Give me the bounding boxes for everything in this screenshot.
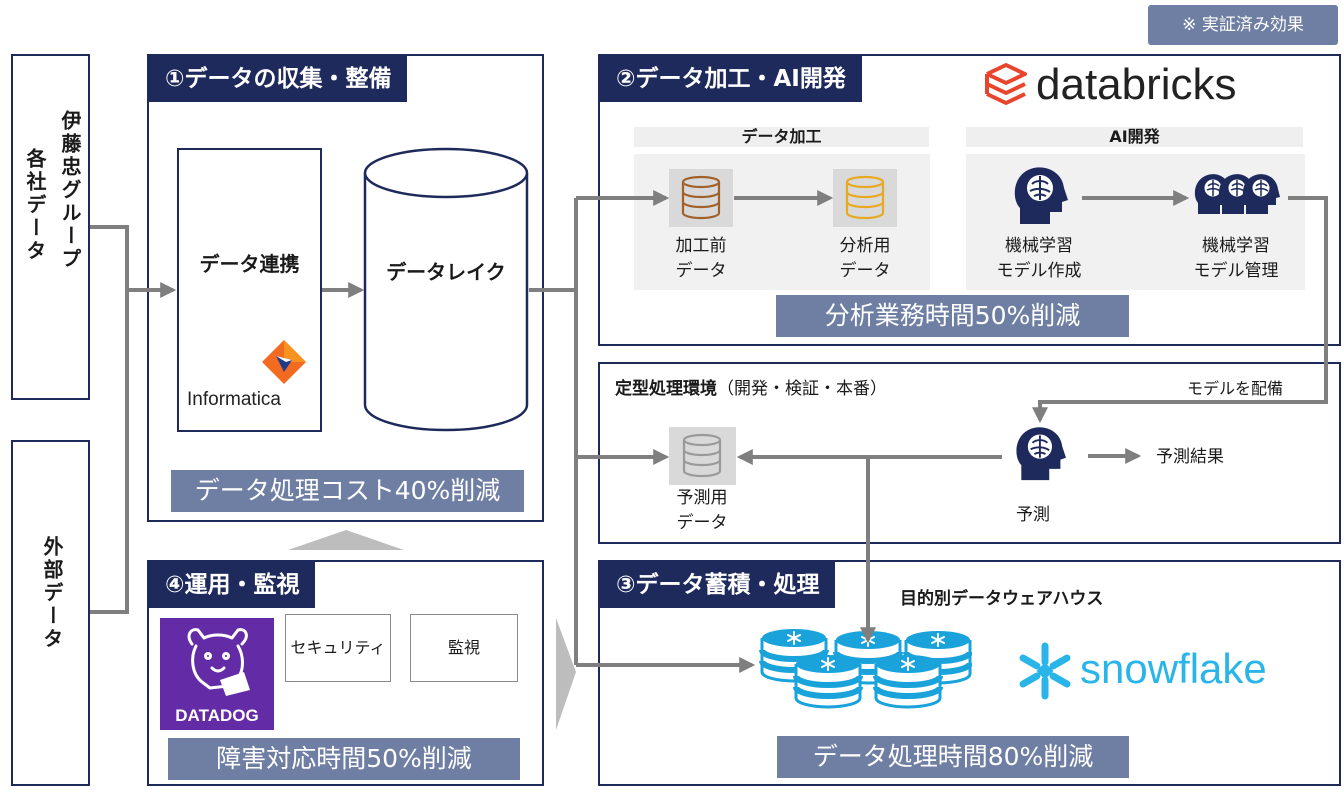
ml-manage-label: 機械学習 モデル管理 [1176, 234, 1296, 284]
analysis-data-label-line1: 分析用 [839, 236, 891, 256]
raw-data-label: 加工前 データ [655, 234, 747, 284]
ml-create-label: 機械学習 モデル作成 [979, 234, 1099, 284]
data-integration-label: データ連携 [199, 252, 300, 276]
deploy-model-label: モデルを配備 [1187, 379, 1284, 398]
monitoring-up-arrow [288, 530, 404, 550]
datadog-logo: DATADOG [160, 618, 274, 730]
section3-effect-badge: データ処理時間80%削減 [777, 736, 1129, 778]
external-data-box [11, 440, 90, 786]
monitoring-right-arrow [556, 618, 576, 730]
processing-subheader: データ加工 [634, 127, 929, 147]
prediction-data-label-line1: 予測用 [676, 488, 728, 508]
section1-effect-badge: データ処理コスト40%削減 [171, 470, 524, 512]
predict-label: 予測 [1016, 505, 1050, 525]
itochu-group-data-box [11, 54, 90, 400]
itochu-group-label: 伊藤忠グループ [58, 110, 82, 271]
prediction-data-label-line2: データ [676, 513, 728, 533]
informatica-logo-icon [262, 340, 306, 384]
prediction-result-label: 予測結果 [1156, 447, 1224, 467]
raw-data-database-icon [681, 175, 721, 220]
prediction-data-label: 予測用 データ [656, 486, 748, 536]
routine-env-title-bold: 定型処理環境 [615, 379, 717, 399]
deploy-model-arrow [1032, 196, 1328, 424]
informatica-logo-text: Informatica [187, 389, 281, 410]
analysis-data-label-line2: データ [839, 261, 891, 281]
source-itochu-connector [90, 225, 129, 290]
datadog-dog-icon [187, 628, 250, 696]
datadog-logo-text: DATADOG [175, 706, 259, 725]
brain-head-icon [1014, 167, 1068, 224]
section2-title: ②データ加工・AI開発 [600, 56, 862, 102]
dwh-label: 目的別データウェアハウス [900, 589, 1104, 609]
raw-data-label-line2: データ [675, 261, 727, 281]
analysis-data-database-icon [845, 175, 885, 220]
section2-effect-badge: 分析業務時間50%削減 [776, 295, 1129, 337]
datalake-cylinder-icon [363, 147, 529, 432]
section4-title: ④運用・監視 [149, 562, 316, 608]
multiple-brain-heads-icon [1194, 173, 1280, 215]
external-data-label: 外部データ [40, 536, 64, 651]
data-integration-box [177, 148, 322, 432]
proven-effect-tag: ※ 実証済み効果 [1148, 5, 1338, 45]
itochu-group-data-label: 各社データ [23, 148, 47, 263]
source-external-connector [90, 290, 129, 614]
monitoring-box: 監視 [410, 614, 518, 682]
ml-manage-label-line1: 機械学習 [1202, 236, 1270, 256]
datalake-label: データレイク [386, 260, 506, 284]
ml-create-label-line2: モデル作成 [996, 261, 1082, 281]
section4-effect-badge: 障害対応時間50%削減 [168, 738, 520, 780]
ai-dev-subheader: AI開発 [966, 127, 1303, 147]
section3-title: ③データ蓄積・処理 [600, 562, 836, 608]
analysis-data-label: 分析用 データ [819, 234, 911, 284]
raw-data-label-line1: 加工前 [675, 236, 727, 256]
prediction-data-database-icon [682, 433, 722, 478]
security-box: セキュリティ [285, 614, 391, 682]
ml-create-label-line1: 機械学習 [1005, 236, 1073, 256]
snowflake-logo-icon [1019, 642, 1071, 700]
section1-title: ①データの収集・整備 [149, 56, 408, 102]
routine-env-title: 定型処理環境（開発・検証・本番） [615, 374, 887, 399]
predict-brain-head-icon [1016, 427, 1066, 481]
snowflake-logo-text: snowflake [1080, 645, 1267, 692]
databricks-logo-icon [985, 63, 1027, 105]
databricks-logo-text: databricks [1036, 60, 1237, 109]
routine-env-title-rest: （開発・検証・本番） [717, 379, 887, 399]
ml-manage-label-line2: モデル管理 [1193, 261, 1279, 281]
